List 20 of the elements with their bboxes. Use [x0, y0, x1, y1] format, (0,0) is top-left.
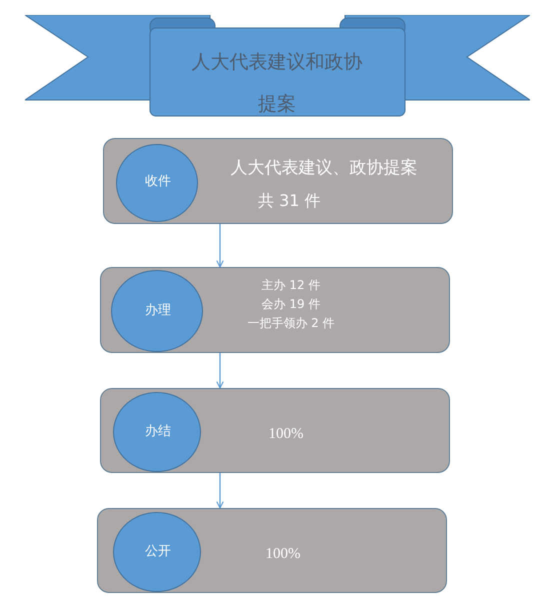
step-text: 100% [264, 545, 302, 564]
step-text: 主办 12 件 [260, 278, 322, 294]
arrow [216, 353, 224, 389]
step-label: 办结 [144, 424, 172, 441]
process-box [103, 138, 453, 224]
banner-title: 人大代表建议和政协提案 [190, 50, 364, 117]
step-label: 办理 [144, 303, 172, 320]
process-box [97, 508, 447, 593]
step-text: 人大代表建议、政协提案 [230, 157, 418, 180]
step-text: 共 31 件 [258, 191, 322, 212]
step-label: 收件 [144, 174, 172, 191]
step-text: 会办 19 件 [260, 297, 322, 313]
arrow [216, 473, 224, 509]
step-text: 一把手领办 2 件 [246, 316, 336, 332]
step-label: 公开 [144, 544, 172, 561]
process-box [100, 388, 450, 473]
step-text: 100% [268, 425, 304, 444]
ribbon-banner [25, 15, 530, 118]
arrow [216, 224, 224, 268]
process-box [100, 267, 450, 353]
